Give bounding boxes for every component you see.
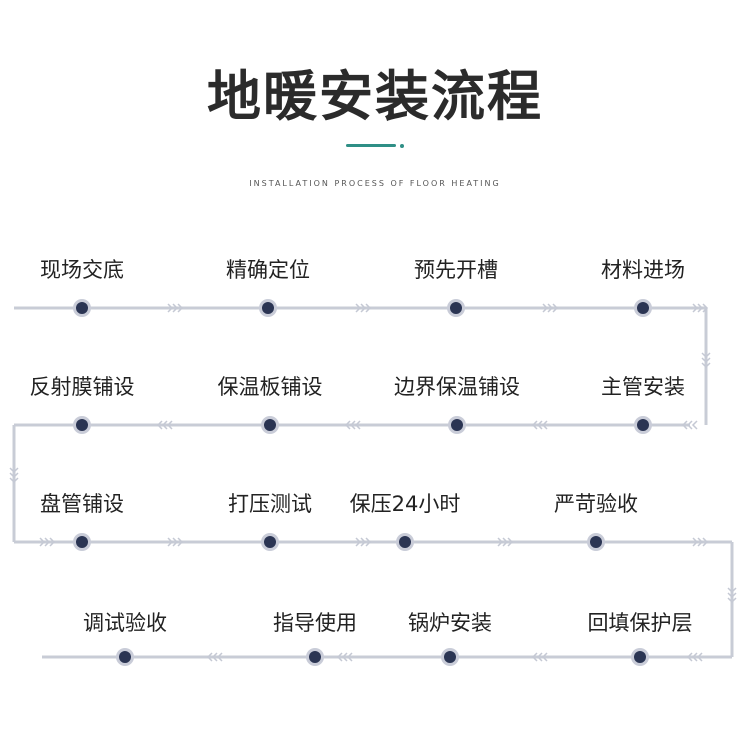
chevron-arrow-icon <box>692 303 709 313</box>
chevron-arrow-icon <box>681 420 698 430</box>
step-node <box>634 416 652 434</box>
chevron-down-icon <box>701 352 711 369</box>
step-node <box>631 648 649 666</box>
page-title: 地暖安装流程 <box>207 65 543 128</box>
step-node <box>447 299 465 317</box>
step-node <box>116 648 134 666</box>
chevron-arrow-icon <box>531 420 548 430</box>
step-label: 边界保温铺设 <box>394 375 520 399</box>
chevron-arrow-icon <box>336 652 353 662</box>
step-label: 主管安装 <box>601 375 685 399</box>
chevron-arrow-icon <box>692 537 709 547</box>
page-subtitle: INSTALLATION PROCESS OF FLOOR HEATING <box>249 179 501 188</box>
step-label: 保温板铺设 <box>217 375 323 399</box>
step-node <box>261 533 279 551</box>
flow-nodes <box>73 299 652 666</box>
chevron-down-icon <box>727 587 737 604</box>
chevron-arrow-icon <box>206 652 223 662</box>
step-label: 指导使用 <box>273 611 357 635</box>
chevron-arrow-icon <box>531 652 548 662</box>
step-label: 现场交底 <box>40 258 124 282</box>
step-label: 打压测试 <box>228 492 312 516</box>
step-label: 材料进场 <box>601 258 685 282</box>
step-label: 盘管铺设 <box>40 492 124 516</box>
step-node <box>259 299 277 317</box>
chevron-arrow-icon <box>167 537 184 547</box>
step-label: 锅炉安装 <box>408 611 492 635</box>
step-node <box>441 648 459 666</box>
step-node <box>73 299 91 317</box>
chevron-arrow-icon <box>355 303 372 313</box>
step-label: 精确定位 <box>226 258 310 282</box>
title-underline-dot <box>400 144 404 148</box>
step-node <box>396 533 414 551</box>
chevron-down-icon <box>9 467 19 484</box>
chevron-arrow-icon <box>355 537 372 547</box>
step-node <box>73 533 91 551</box>
step-node <box>587 533 605 551</box>
chevron-arrow-icon <box>497 537 514 547</box>
step-label: 保压24小时 <box>349 492 461 516</box>
step-label: 严苛验收 <box>554 492 638 516</box>
chevron-arrow-icon <box>167 303 184 313</box>
chevron-arrow-icon <box>344 420 361 430</box>
step-node <box>448 416 466 434</box>
chevron-arrow-icon <box>39 537 56 547</box>
step-label: 调试验收 <box>83 611 167 635</box>
step-node <box>306 648 324 666</box>
step-node <box>261 416 279 434</box>
flow-connectors <box>12 306 734 659</box>
step-node <box>73 416 91 434</box>
chevron-arrow-icon <box>686 652 703 662</box>
chevron-arrow-icon <box>156 420 173 430</box>
title-underline-accent <box>346 144 396 147</box>
flow-arrows <box>9 303 737 662</box>
step-label: 预先开槽 <box>414 258 498 282</box>
step-label: 反射膜铺设 <box>29 375 135 399</box>
chevron-arrow-icon <box>542 303 559 313</box>
step-label: 回填保护层 <box>587 611 693 635</box>
step-node <box>634 299 652 317</box>
